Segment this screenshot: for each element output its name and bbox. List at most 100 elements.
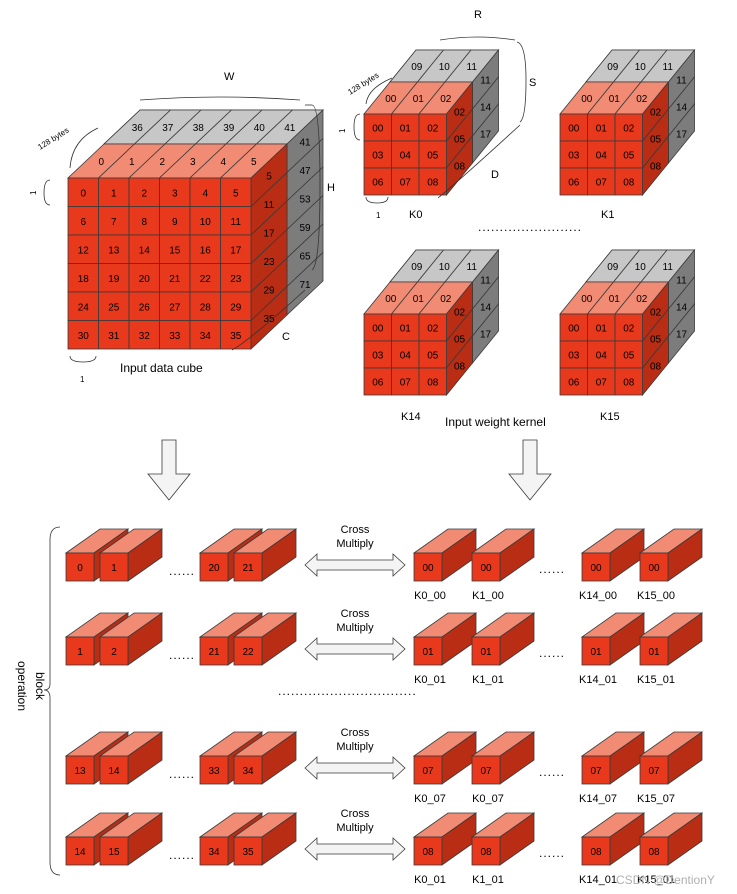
kernel-k14-front-cell (391, 313, 420, 342)
kernel-k15-front-label: 05 (623, 351, 635, 362)
kernel-k1-front-label: 04 (596, 151, 608, 162)
kernel-bytes-label: 128 bytes (346, 71, 380, 97)
kernel-k14-front-label: 06 (372, 378, 384, 389)
kernel-k14-red-side-label: 02 (454, 308, 466, 319)
input-cube-front-label: 11 (231, 217, 242, 228)
cross-multiply-arrow (304, 756, 406, 780)
block-left-bar-face (199, 836, 229, 866)
block-right-bar-label: 00 (590, 563, 602, 574)
input-cube-front-label: 6 (80, 217, 86, 228)
kernel-k1-front-label: 05 (623, 151, 635, 162)
input-cube-front-cell (220, 234, 252, 264)
kernel-k0-front-label: 00 (372, 124, 384, 135)
kernel-k0-front-label: 07 (400, 178, 412, 189)
input-cube-red-side-label: 5 (266, 171, 272, 182)
block-left-bar-face (99, 552, 129, 582)
block-right-bar-face (581, 836, 611, 866)
input-cube-front-cell (220, 320, 252, 350)
block-right-bar-label: 08 (590, 847, 602, 858)
block-right-label: K0_00 (414, 590, 446, 602)
block-left-bar-label: 33 (208, 766, 220, 777)
input-cube-front-cell (128, 177, 160, 207)
cross-label-2: Multiply (336, 741, 374, 753)
block-left-bar-label: 0 (77, 563, 83, 574)
input-cube-front-cell (67, 206, 99, 236)
input-cube-grey-top-label: 41 (284, 123, 296, 134)
block-left-bar-face (233, 755, 263, 785)
block-left-bar-face (65, 552, 95, 582)
kernel-dots: ........................ (478, 220, 582, 234)
dim-h-brace (311, 104, 321, 271)
kernel-k15-front-cell (587, 367, 616, 396)
kernel-k1-front-label: 00 (568, 124, 580, 135)
block-right-label: K0_01 (414, 674, 446, 686)
block-right-label: K15_00 (637, 590, 675, 602)
input-cube-grey-side-label: 47 (299, 166, 311, 177)
input-cube-grey-top-label: 38 (193, 123, 205, 134)
input-cube-front-label: 12 (78, 245, 90, 256)
kernel-one-bottom-brace (365, 196, 389, 204)
input-cube-front-label: 33 (169, 331, 181, 342)
kernel-k15-red-side-label: 08 (650, 362, 662, 373)
kernel-k15-red-side-label: 05 (650, 335, 662, 346)
input-cube-grey-top-label: 36 (132, 123, 144, 134)
block-right-label: K14_01 (579, 674, 617, 686)
dim-w-brace (139, 96, 301, 101)
block-left-bar-label: 14 (74, 847, 86, 858)
kernel-k0-front-label: 02 (427, 124, 439, 135)
block-right-bar-face (413, 552, 443, 582)
block-right-label: K1_00 (472, 590, 504, 602)
input-cube-front-cell (220, 206, 252, 236)
dim-one-left-label: 1 (29, 190, 38, 195)
kernel-k14-label: K14 (401, 411, 421, 423)
block-left-bar-face (233, 552, 263, 582)
block-right-label: K15_07 (637, 793, 675, 805)
kernel-k15-grey-top-label: 09 (607, 262, 619, 273)
block-mid-dots: ................................ (278, 684, 417, 698)
input-cube-grey-side-label: 71 (299, 280, 311, 291)
block-left-dots: ...... (169, 848, 195, 862)
input-cube-front-label: 8 (141, 217, 147, 228)
block-left-bar-face (99, 755, 129, 785)
block-right-bar-face (413, 755, 443, 785)
kernel-one-left-label: 1 (338, 128, 347, 133)
input-cube-front-cell (128, 291, 160, 321)
kernel-k1-red-top-label: 00 (581, 94, 593, 105)
block-right-bar-face (581, 552, 611, 582)
input-cube-front-label: 17 (230, 245, 242, 256)
input-cube-front-label: 24 (78, 302, 90, 313)
kernel-k15-front-cell (614, 313, 643, 342)
kernel-k14-front-label: 05 (427, 351, 439, 362)
input-cube-grey-side-label: 41 (299, 137, 311, 148)
dim-one-left-brace (43, 179, 51, 206)
dim-one-bottom-label: 1 (80, 375, 85, 384)
input-cube-front-cell (98, 206, 130, 236)
block-right-bar-label: 00 (648, 563, 660, 574)
kernel-caption: Input weight kernel (445, 415, 546, 429)
input-cube-red-top-label: 2 (159, 157, 165, 168)
kernel-k1-red-side-label: 08 (650, 162, 662, 173)
kernel-d-brace (437, 124, 521, 199)
block-left-bar-face (99, 636, 129, 666)
kernel-k1-grey-top-label: 11 (663, 62, 674, 73)
kernel-k0-red-top-label: 02 (440, 94, 452, 105)
kernel-k0-grey-side-label: 17 (480, 130, 492, 141)
block-left-bar-label: 13 (74, 766, 86, 777)
kernel-k0-front-label: 08 (427, 178, 439, 189)
input-cube-front-label: 30 (78, 331, 90, 342)
kernel-k1-front-cell (614, 113, 643, 142)
block-right-label: K14_07 (579, 793, 617, 805)
kernel-one-left-brace (353, 113, 361, 141)
kernel-k15-front-label: 08 (623, 378, 635, 389)
input-cube-front-label: 16 (200, 245, 212, 256)
block-left-bar-face (233, 836, 263, 866)
kernel-k14-grey-top-label: 10 (439, 262, 451, 273)
block-left-dots: ...... (169, 564, 195, 578)
block-left-bar-label: 22 (242, 647, 254, 658)
kernel-k14-grey-top-label: 11 (467, 262, 478, 273)
block-left-bar-face (199, 755, 229, 785)
kernel-k14-front-label: 04 (400, 351, 412, 362)
kernel-k14-front-cell (418, 313, 447, 342)
